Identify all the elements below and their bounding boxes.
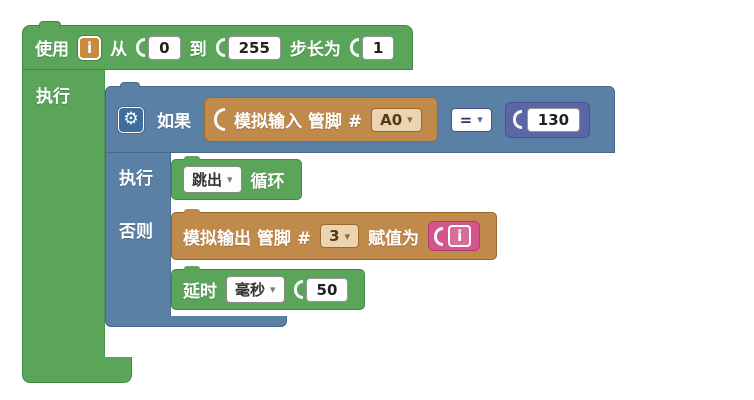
from-value-block[interactable]: 0 [136, 35, 181, 60]
for-loop-block[interactable]: 使用 i 从 0 到 255 步长为 1 执行 [22, 21, 616, 383]
break-suffix-label: 循环 [250, 172, 285, 192]
if-header[interactable]: ⚙ 如果 模拟输入 管脚 # A0 ▾ [105, 82, 616, 153]
delay-value-field[interactable]: 50 [305, 277, 349, 302]
if-else-label: 否则 [119, 222, 153, 242]
for-loop-foot [22, 357, 132, 383]
analog-read-label: 模拟输入 管脚 # [234, 112, 363, 132]
dropdown-arrow-icon: ▾ [344, 229, 351, 243]
variable-i-field: i [448, 225, 472, 247]
for-loop-do-section: 执行 [22, 70, 105, 357]
if-block-foot [105, 316, 287, 327]
value-connector-icon [214, 108, 225, 131]
if-do-label: 执行 [119, 169, 153, 189]
dropdown-arrow-icon: ▾ [477, 113, 483, 126]
if-else-statements: 模拟输出 管脚 # 3 ▾ 赋值为 i [171, 206, 498, 316]
dropdown-arrow-icon: ▾ [227, 173, 233, 186]
to-label: 到 [189, 40, 207, 60]
step-value-field[interactable]: 1 [361, 35, 395, 60]
analog-read-block[interactable]: 模拟输入 管脚 # A0 ▾ [204, 97, 438, 142]
if-do-section: 执行 [105, 153, 171, 206]
if-label: 如果 [157, 112, 191, 132]
delay-unit-dropdown[interactable]: 毫秒 ▾ [226, 276, 285, 303]
analog-write-block[interactable]: 模拟输出 管脚 # 3 ▾ 赋值为 i [171, 209, 498, 260]
for-loop-header[interactable]: 使用 i 从 0 到 255 步长为 1 [22, 21, 414, 70]
value-connector-icon [293, 280, 303, 299]
value-connector-icon [136, 38, 146, 57]
dropdown-arrow-icon: ▾ [270, 283, 276, 296]
if-block[interactable]: ⚙ 如果 模拟输入 管脚 # A0 ▾ [105, 82, 616, 327]
value-connector-icon [215, 38, 225, 57]
delay-value-block[interactable]: 50 [293, 277, 349, 302]
assign-label: 赋值为 [368, 228, 420, 249]
value-connector-icon [512, 110, 522, 129]
to-value-block[interactable]: 255 [215, 35, 281, 60]
delay-unit-value: 毫秒 [235, 281, 266, 299]
for-loop-statements: ⚙ 如果 模拟输入 管脚 # A0 ▾ [105, 70, 616, 357]
analog-read-pin-value: A0 [380, 110, 403, 129]
analog-write-pin-value: 3 [329, 227, 340, 245]
compare-number-block[interactable]: 130 [504, 101, 591, 138]
mutator-gear-icon[interactable]: ⚙ [118, 106, 144, 133]
for-loop-do-label: 执行 [36, 87, 70, 107]
if-condition: 模拟输入 管脚 # A0 ▾ = ▾ [204, 97, 591, 142]
break-type-value: 跳出 [192, 171, 223, 189]
from-label: 从 [110, 40, 128, 60]
from-value-field[interactable]: 0 [148, 35, 181, 60]
to-value-field[interactable]: 255 [227, 35, 281, 60]
break-block[interactable]: 跳出 ▾ 循环 [171, 156, 302, 200]
loop-variable-field[interactable]: i [78, 35, 102, 60]
use-label: 使用 [35, 40, 69, 60]
dropdown-arrow-icon: ▾ [407, 113, 413, 126]
step-label: 步长为 [289, 40, 341, 60]
step-value-block[interactable]: 1 [349, 35, 395, 60]
if-do-statements: 跳出 ▾ 循环 [171, 153, 302, 206]
analog-write-pin-dropdown[interactable]: 3 ▾ [320, 224, 360, 248]
value-connector-icon [434, 226, 444, 246]
analog-read-pin-dropdown[interactable]: A0 ▾ [371, 107, 422, 132]
analog-write-label: 模拟输出 管脚 # [183, 228, 312, 249]
delay-block[interactable]: 延时 毫秒 ▾ 50 [171, 266, 366, 310]
compare-number-field[interactable]: 130 [526, 107, 581, 132]
value-connector-icon [349, 38, 359, 57]
variable-i-block[interactable]: i [428, 221, 481, 251]
compare-operator-value: = [459, 110, 473, 129]
break-type-dropdown[interactable]: 跳出 ▾ [183, 166, 242, 193]
if-else-section: 否则 [105, 206, 171, 316]
compare-operator-dropdown[interactable]: = ▾ [450, 107, 492, 132]
delay-label: 延时 [183, 282, 217, 302]
